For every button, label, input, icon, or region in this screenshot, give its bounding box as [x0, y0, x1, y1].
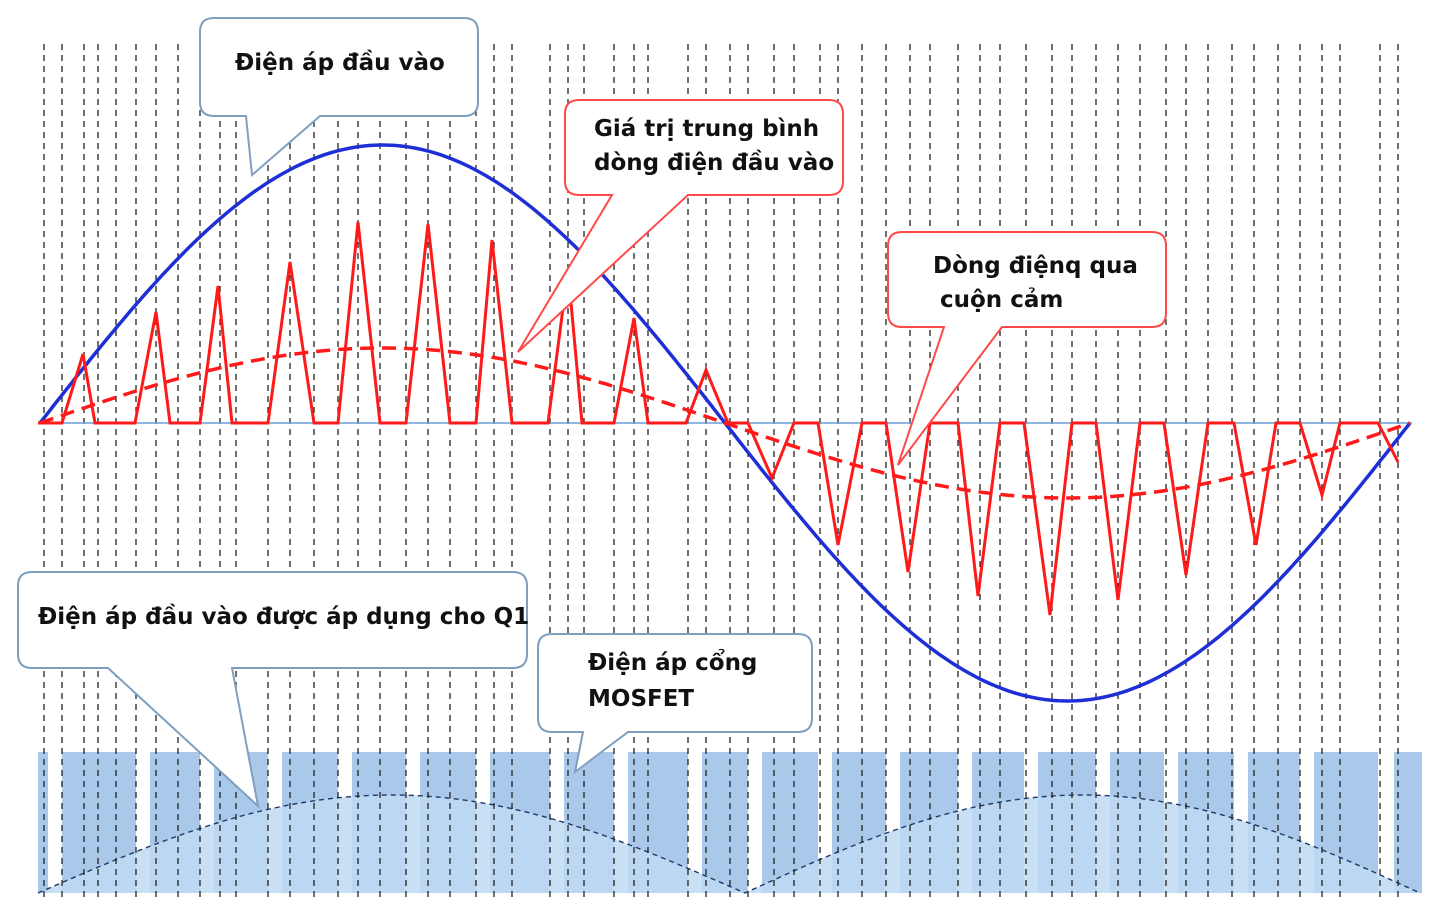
callout-input-voltage-text: Điện áp đầu vào [235, 49, 445, 76]
callout-inductor-current: Dòng điệnq qua cuộn cảm [887, 231, 1167, 466]
callout-inductor-current-bubble [887, 231, 1167, 466]
callout-average-current: Giá trị trung bình dòng điện đầu vào [517, 99, 844, 353]
callout-q1-voltage-bubble [17, 571, 528, 809]
gate-off-gap [48, 752, 62, 893]
callout-inductor-current-text-1: Dòng điệnq qua [933, 253, 1138, 279]
average-input-current-curve [39, 346, 1411, 500]
callout-input-voltage-bubble [199, 17, 479, 178]
callout-q1-voltage-text: Điện áp đầu vào được áp dụng cho Q1 [38, 603, 529, 630]
callout-input-voltage: Điện áp đầu vào [199, 17, 479, 178]
callout-average-current-bubble [517, 99, 844, 353]
callout-average-current-text-2: dòng điện đầu vào [594, 149, 834, 176]
gate-off-gap [688, 752, 702, 893]
callout-inductor-current-text-2: cuộn cảm [940, 287, 1063, 313]
callout-gate-voltage: Điện áp cổng MOSFET [537, 633, 813, 775]
q1-rectified-voltage-area [38, 795, 1420, 893]
callout-gate-voltage-text-1: Điện áp cổng [588, 648, 757, 676]
gate-off-gap [1378, 752, 1394, 893]
callout-gate-voltage-bubble [537, 633, 813, 775]
gate-off-gap [748, 752, 762, 893]
q1-rectified-voltage-outline [37, 794, 1421, 894]
callout-q1-voltage: Điện áp đầu vào được áp dụng cho Q1 [17, 571, 529, 809]
inductor-current-waveform [38, 221, 1400, 616]
callout-average-current-text-1: Giá trị trung bình [594, 116, 819, 142]
callout-gate-voltage-text-2: MOSFET [588, 686, 694, 712]
